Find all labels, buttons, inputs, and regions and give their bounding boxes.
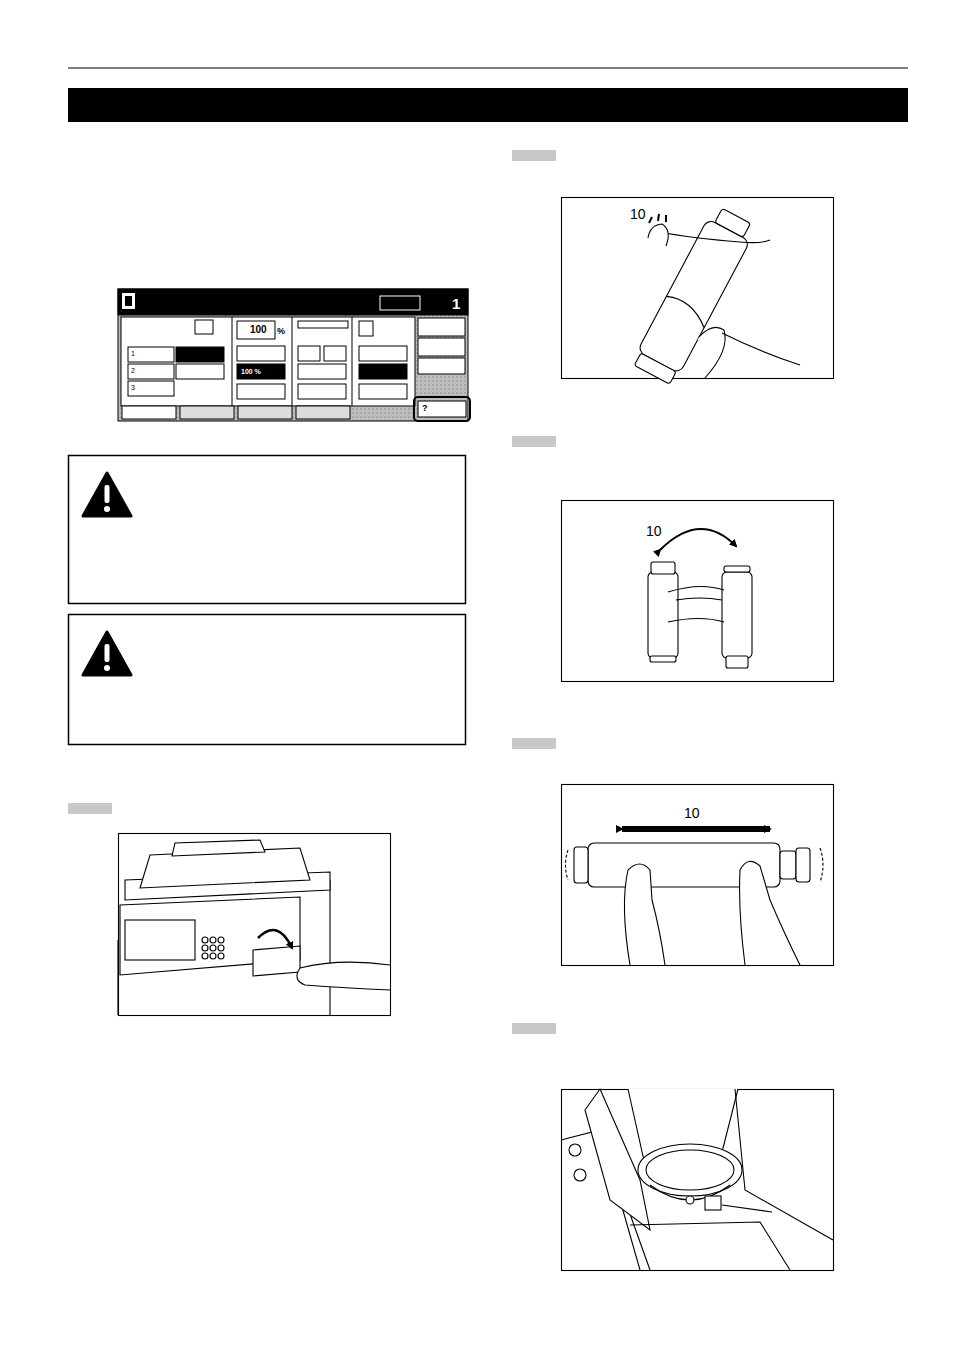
screen-copy-count: 1 (452, 296, 460, 311)
header-rule (68, 68, 908, 69)
callout-number: 10 (630, 207, 646, 221)
callout-number: 10 (684, 806, 700, 820)
step-markers (68, 150, 556, 1034)
callout-number: 10 (646, 524, 662, 538)
tray-number: 2 (131, 367, 135, 374)
zoom-unit: % (277, 327, 285, 336)
toner-shake-illustration (562, 501, 834, 682)
zoom-value: 100 (250, 325, 267, 335)
section-bar (68, 88, 908, 122)
zoom-button-label: 100 % (241, 368, 261, 375)
toner-tap-illustration (562, 198, 834, 387)
tray-number: 1 (131, 350, 135, 357)
copier-illustration (118, 834, 391, 1016)
toner-roll-illustration (562, 785, 834, 966)
toner-install-illustration (561, 1089, 834, 1271)
help-key-label: ? (422, 404, 428, 413)
touch-panel-screen (118, 289, 470, 421)
warning-boxes (69, 456, 466, 745)
tray-number: 3 (131, 384, 135, 391)
